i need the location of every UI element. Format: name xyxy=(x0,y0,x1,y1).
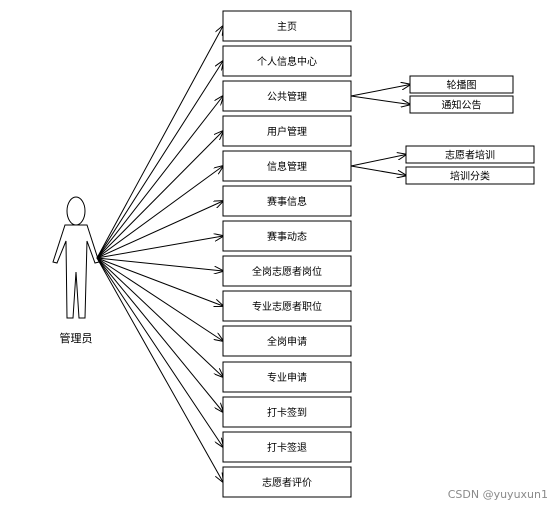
association-arrow xyxy=(96,257,223,271)
module-node: 全岗申请 xyxy=(222,325,352,357)
actor: 管理员 xyxy=(52,196,100,345)
module-box xyxy=(222,431,352,463)
module-label: 赛事动态 xyxy=(267,230,307,243)
sub-module-box xyxy=(409,95,514,114)
module-label: 打卡签退 xyxy=(267,441,307,454)
module-label: 用户管理 xyxy=(267,125,307,138)
module-label: 全岗志愿者岗位 xyxy=(252,265,322,278)
module-box xyxy=(222,466,352,498)
sub-module-node: 通知公告 xyxy=(409,95,514,114)
sub-module-box xyxy=(405,166,535,185)
module-node: 信息管理 xyxy=(222,150,352,182)
association-arrow xyxy=(96,257,223,306)
association-arrow xyxy=(96,257,223,341)
module-box xyxy=(222,220,352,252)
module-box xyxy=(222,361,352,393)
module-node: 公共管理 xyxy=(222,80,352,112)
sub-module-node: 志愿者培训 xyxy=(405,145,535,164)
module-label: 个人信息中心 xyxy=(257,55,317,68)
sub-module-box xyxy=(409,75,514,94)
module-node: 专业申请 xyxy=(222,361,352,393)
association-arrow xyxy=(96,257,223,447)
module-node: 全岗志愿者岗位 xyxy=(222,255,352,287)
module-box xyxy=(222,115,352,147)
module-node: 个人信息中心 xyxy=(222,45,352,77)
module-label: 主页 xyxy=(277,21,297,33)
module-box xyxy=(222,45,352,77)
module-label: 公共管理 xyxy=(267,90,307,103)
module-box xyxy=(222,290,352,322)
module-label: 打卡签到 xyxy=(267,406,307,419)
module-label: 专业申请 xyxy=(267,371,307,384)
association-arrow xyxy=(96,26,223,259)
module-label: 全岗申请 xyxy=(267,335,307,348)
sub-arrow xyxy=(350,165,406,176)
module-box xyxy=(222,150,352,182)
module-box xyxy=(222,396,352,428)
association-arrow xyxy=(96,257,223,482)
association-arrow xyxy=(96,257,223,412)
sub-module-node: 轮播图 xyxy=(409,75,514,94)
module-node: 赛事动态 xyxy=(222,220,352,252)
actor-label: 管理员 xyxy=(60,331,93,345)
module-node: 主页 xyxy=(222,10,352,42)
module-label: 专业志愿者职位 xyxy=(252,300,322,313)
sub-arrow xyxy=(350,85,410,97)
module-box xyxy=(222,10,352,42)
sub-module-label: 轮播图 xyxy=(447,79,477,92)
module-node: 打卡签退 xyxy=(222,431,352,463)
module-box xyxy=(222,255,352,287)
module-node: 专业志愿者职位 xyxy=(222,290,352,322)
association-arrow xyxy=(96,61,223,259)
module-label: 信息管理 xyxy=(267,160,307,173)
association-arrow xyxy=(96,166,223,259)
actor-figure-icon xyxy=(52,196,100,319)
module-node: 打卡签到 xyxy=(222,396,352,428)
association-arrow xyxy=(96,96,223,259)
module-box xyxy=(222,325,352,357)
association-arrow xyxy=(96,257,223,377)
module-node: 志愿者评价 xyxy=(222,466,352,498)
association-arrow xyxy=(96,236,223,259)
sub-module-label: 志愿者培训 xyxy=(445,149,495,162)
sub-module-node: 培训分类 xyxy=(405,166,535,185)
module-node: 赛事信息 xyxy=(222,185,352,217)
module-label: 赛事信息 xyxy=(267,195,307,208)
association-arrow xyxy=(96,201,223,259)
module-label: 志愿者评价 xyxy=(262,476,312,489)
module-node: 用户管理 xyxy=(222,115,352,147)
module-box xyxy=(222,185,352,217)
sub-module-box xyxy=(405,145,535,164)
watermark: CSDN @yuyuxun1 xyxy=(448,488,548,501)
sub-module-label: 培训分类 xyxy=(450,170,490,183)
sub-arrow xyxy=(350,95,410,105)
sub-arrow xyxy=(350,155,406,167)
module-box xyxy=(222,80,352,112)
association-arrow xyxy=(96,131,223,259)
sub-module-label: 通知公告 xyxy=(442,99,482,112)
association-arrows xyxy=(96,26,410,482)
